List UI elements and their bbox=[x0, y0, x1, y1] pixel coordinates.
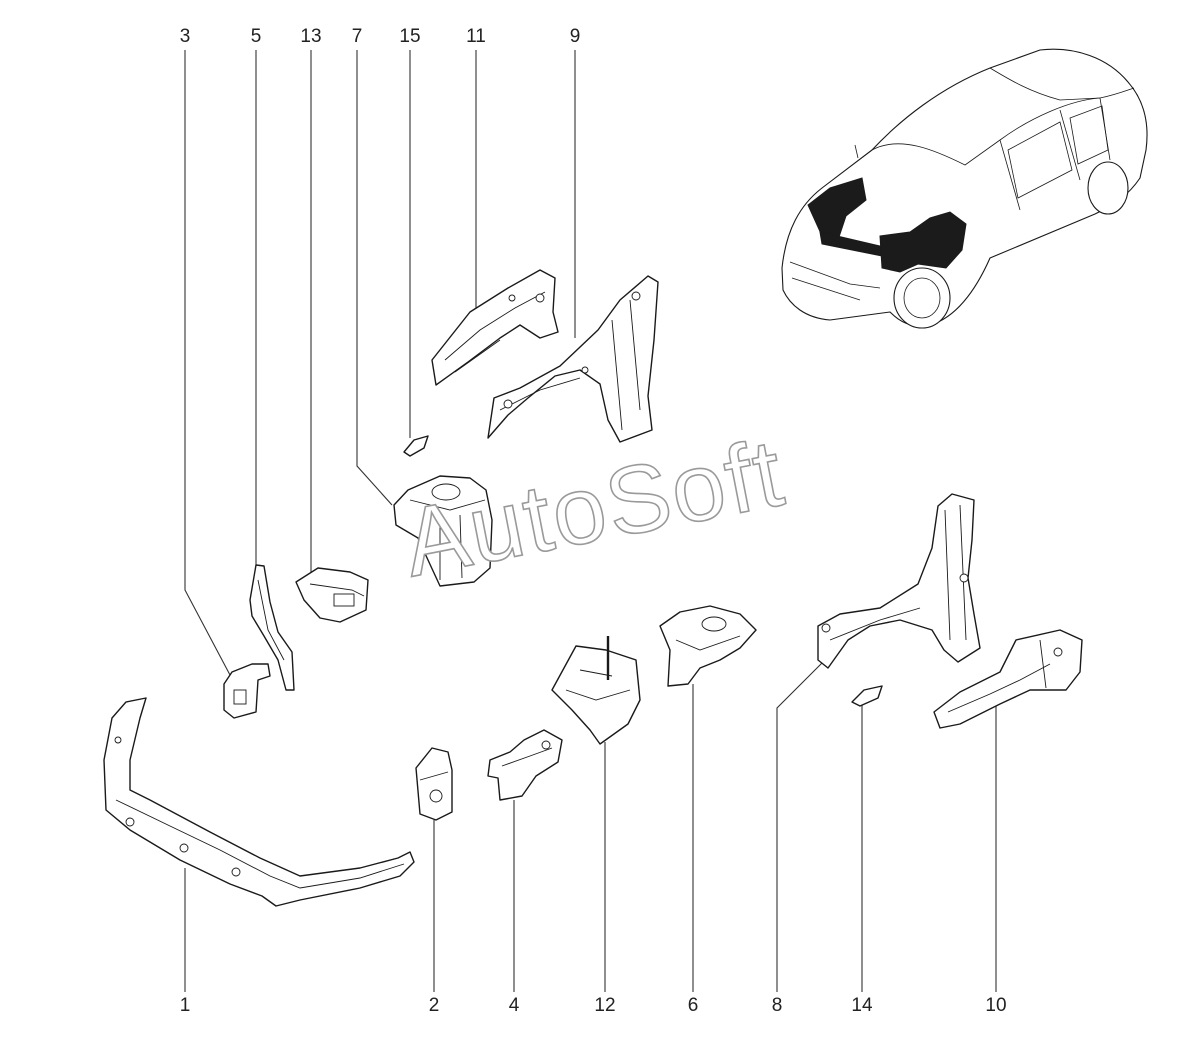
part-14-outline bbox=[851, 685, 883, 707]
callout-label-14: 14 bbox=[851, 995, 873, 1016]
callout-label-3: 3 bbox=[180, 26, 191, 47]
part-10-lower-reinforcement bbox=[933, 629, 1083, 729]
part-8-hole bbox=[821, 623, 831, 633]
callout-label-10: 10 bbox=[985, 995, 1006, 1016]
leader-lines bbox=[184, 50, 997, 992]
part-8-ribs bbox=[829, 504, 967, 641]
part-5-ribs bbox=[257, 579, 285, 661]
part-5-vertical-bracket bbox=[249, 564, 295, 691]
part-12-battery-tray bbox=[551, 636, 641, 745]
part-4-outline bbox=[487, 729, 563, 801]
part-8-outline bbox=[817, 493, 981, 669]
callout-label-9: 9 bbox=[570, 26, 581, 47]
car-window-lines bbox=[1007, 105, 1109, 199]
callout-label-7: 7 bbox=[352, 26, 363, 47]
part-9-hole bbox=[581, 366, 589, 374]
part-13-outline bbox=[295, 567, 369, 623]
part-7-outline bbox=[393, 475, 493, 587]
part-1-hole bbox=[114, 736, 122, 744]
leader-line-3 bbox=[184, 50, 231, 676]
part-2-support-block bbox=[415, 747, 453, 821]
part-8-front-apron-left bbox=[817, 493, 981, 669]
car-front-bumper-lines bbox=[789, 261, 881, 301]
car-overview-illustration bbox=[781, 48, 1148, 329]
callout-label-1: 1 bbox=[180, 995, 191, 1016]
part-7-strut-housing bbox=[393, 475, 493, 587]
part-4-angle-bracket bbox=[487, 729, 563, 801]
part-11-hole bbox=[535, 293, 545, 303]
part-6-strut-housing-left bbox=[659, 605, 757, 687]
car-rear-wheel bbox=[1087, 161, 1129, 215]
part-3-l-bracket bbox=[223, 663, 271, 719]
autosoft-watermark: AutoSoft bbox=[395, 419, 793, 597]
part-2-hole bbox=[429, 789, 443, 803]
car-mirror bbox=[854, 144, 859, 159]
part-1-hole bbox=[179, 843, 189, 853]
part-15-small-bracket bbox=[403, 435, 429, 457]
part-4-ribs bbox=[501, 747, 553, 767]
part-10-ribs bbox=[947, 639, 1051, 713]
callout-label-2: 2 bbox=[429, 995, 440, 1016]
callout-label-11: 11 bbox=[466, 26, 486, 47]
part-9-front-apron-right bbox=[487, 275, 659, 443]
part-2-outline bbox=[415, 747, 453, 821]
callout-label-4: 4 bbox=[509, 995, 520, 1016]
leader-line-7 bbox=[356, 50, 393, 506]
callout-label-15: 15 bbox=[399, 26, 420, 47]
part-7-strut-hole bbox=[431, 483, 461, 501]
part-11-ribs bbox=[444, 291, 546, 373]
callout-label-6: 6 bbox=[688, 995, 699, 1016]
car-body-outline bbox=[781, 48, 1148, 327]
part-8-hole bbox=[959, 573, 969, 583]
part-1-outline bbox=[103, 697, 415, 907]
part-7-ribs bbox=[409, 499, 486, 580]
part-6-outline bbox=[659, 605, 757, 687]
part-9-hole bbox=[503, 399, 513, 409]
callout-label-12: 12 bbox=[594, 995, 615, 1016]
part-12-outline bbox=[551, 645, 641, 745]
callout-label-5: 5 bbox=[251, 26, 262, 47]
car-hood-line bbox=[871, 97, 1101, 166]
part-11-outline bbox=[431, 269, 559, 386]
part-2-ribs bbox=[419, 771, 449, 781]
part-11-upper-reinforcement bbox=[431, 269, 559, 386]
leader-line-8 bbox=[776, 662, 823, 992]
part-6-ribs bbox=[675, 635, 741, 651]
part-9-hole bbox=[631, 291, 641, 301]
part-3-slot bbox=[233, 689, 247, 705]
part-13-mounting-bracket bbox=[295, 567, 369, 623]
part-1-hole bbox=[125, 817, 135, 827]
callout-labels-top: 3 5 13 7 15 11 9 bbox=[180, 26, 581, 47]
callout-labels-bottom: 1 2 4 12 6 8 14 10 bbox=[180, 995, 1007, 1016]
part-3-outline bbox=[223, 663, 271, 719]
part-12-ribs bbox=[565, 669, 631, 701]
part-15-outline bbox=[403, 435, 429, 457]
callout-label-13: 13 bbox=[300, 26, 321, 47]
part-1-front-cross-member bbox=[103, 697, 415, 907]
part-1-ribs bbox=[115, 799, 405, 889]
car-front-hub bbox=[903, 277, 941, 319]
car-highlighted-right-apron bbox=[879, 211, 967, 273]
part-10-outline bbox=[933, 629, 1083, 729]
part-14-small-bracket bbox=[851, 685, 883, 707]
part-4-hole bbox=[541, 740, 551, 750]
part-13-ribs bbox=[309, 583, 365, 597]
part-11-hole bbox=[508, 294, 516, 302]
car-front-wheel bbox=[893, 267, 951, 329]
callout-label-8: 8 bbox=[772, 995, 783, 1016]
part-13-slot bbox=[333, 593, 355, 607]
part-6-strut-hole bbox=[701, 616, 727, 632]
part-9-outline bbox=[487, 275, 659, 443]
part-9-ribs bbox=[499, 299, 641, 431]
part-1-hole bbox=[231, 867, 241, 877]
part-10-hole bbox=[1053, 647, 1063, 657]
car-roof-line bbox=[989, 67, 1135, 101]
